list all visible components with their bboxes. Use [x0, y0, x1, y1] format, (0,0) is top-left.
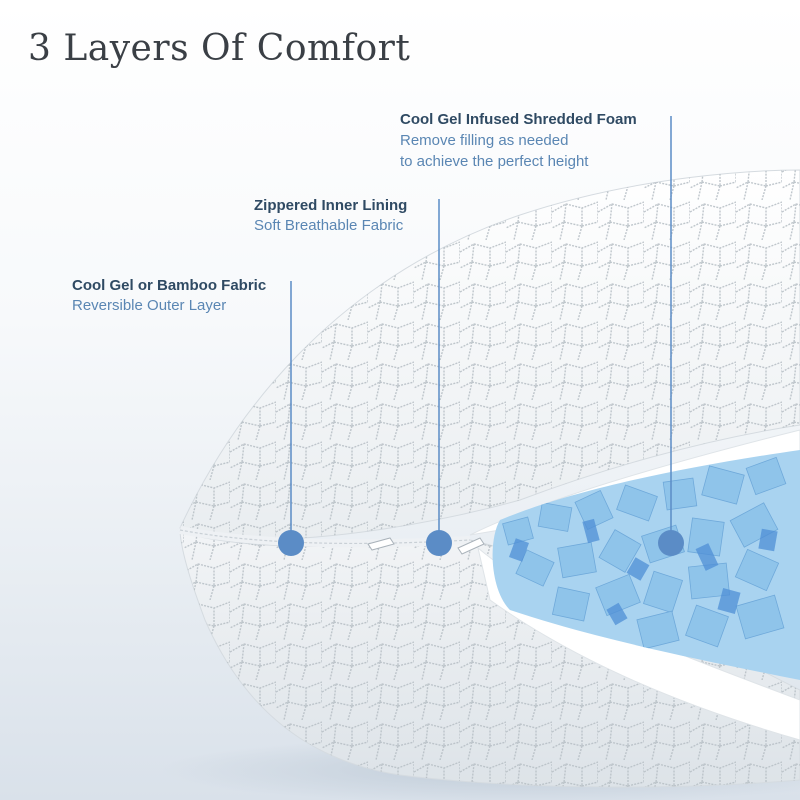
callout-shredded-foam: Cool Gel Infused Shredded Foam Remove fi… — [400, 110, 637, 172]
zipper-pull — [367, 537, 485, 555]
callout-outer-fabric: Cool Gel or Bamboo Fabric Reversible Out… — [72, 276, 266, 317]
callout-description: to achieve the perfect height — [400, 153, 589, 171]
callout-heading: Cool Gel or Bamboo Fabric — [72, 277, 267, 294]
pillow-top-layer — [179, 169, 800, 541]
callout-heading: Cool Gel Infused Shredded Foam — [400, 111, 637, 128]
callout-description: Soft Breathable Fabric — [254, 217, 404, 235]
marker-outer-fabric — [278, 530, 304, 556]
callout-lines — [290, 116, 672, 543]
callout-inner-lining: Zippered Inner Lining Soft Breathable Fa… — [254, 196, 407, 237]
marker-inner-lining — [426, 530, 452, 556]
callout-heading: Zippered Inner Lining — [254, 197, 408, 214]
page-title: 3 Layers Of Comfort — [28, 28, 411, 69]
callout-description: Reversible Outer Layer — [72, 297, 227, 315]
marker-foam — [658, 530, 684, 556]
callout-description: Remove filling as needed — [400, 132, 569, 150]
